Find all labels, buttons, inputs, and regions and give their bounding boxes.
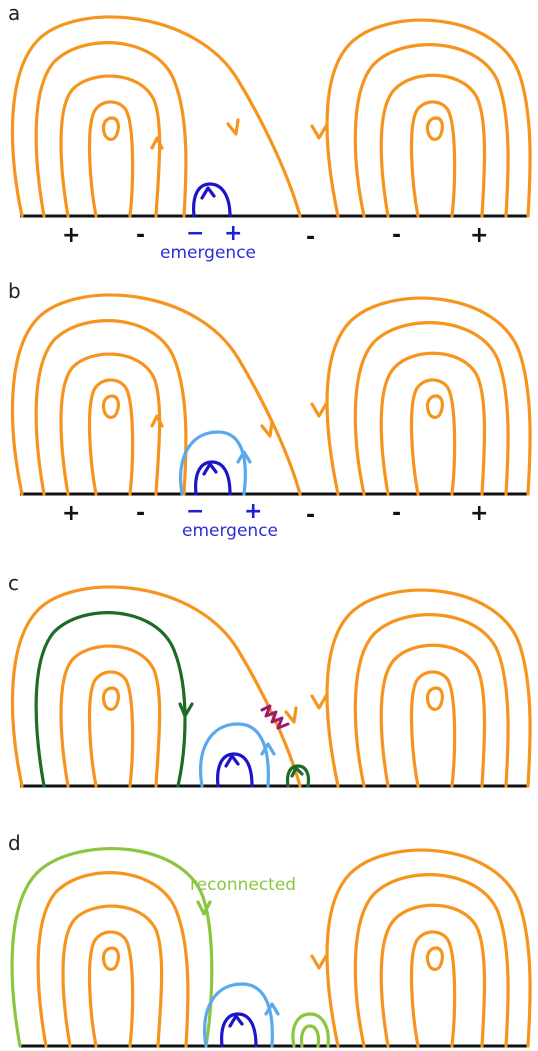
field-arrow	[310, 124, 328, 140]
field-arrow	[310, 954, 328, 970]
emergence-sign-positive: +	[244, 499, 262, 524]
left-outer-loop	[10, 293, 302, 496]
polarity-sign: -	[306, 503, 315, 528]
field-arrow	[150, 136, 164, 150]
reconnection-zigzag	[260, 704, 290, 730]
panel-letter-b: b	[8, 279, 21, 303]
emergence-sign-negative: −	[186, 499, 204, 524]
polarity-sign: +	[62, 501, 80, 526]
left-field-loop	[87, 930, 135, 1048]
left-field-loop	[36, 871, 190, 1048]
left-field-loop	[61, 904, 164, 1048]
panel-a: a + - − + - - + emergence	[8, 1, 532, 263]
left-field-loop	[59, 644, 162, 788]
emerging-loop-inner	[194, 460, 232, 496]
field-arrow	[150, 414, 164, 428]
emerging-loop-inner	[220, 1012, 258, 1048]
panel-d: d reconnected	[8, 831, 532, 1048]
emergence-sign-positive: +	[224, 221, 242, 246]
emerging-arrow	[236, 450, 252, 464]
small-reconnected-loop	[285, 764, 311, 788]
left-field-core	[101, 946, 120, 971]
emerging-arrow	[228, 1014, 244, 1028]
emergence-label: emergence	[160, 243, 256, 263]
polarity-sign: -	[136, 223, 145, 248]
polarity-sign: -	[392, 223, 401, 248]
polarity-sign: +	[470, 501, 488, 526]
emerging-arrow	[260, 742, 276, 756]
polarity-sign: +	[62, 223, 80, 248]
reconnected-loop	[10, 846, 214, 1048]
field-arrow	[284, 706, 298, 724]
emergence-label: emergence	[182, 521, 278, 541]
polarity-sign: -	[392, 501, 401, 526]
emerging-arrow	[202, 462, 218, 476]
reconnecting-loop	[34, 611, 187, 788]
emerging-loop-inner	[216, 752, 254, 788]
right-field-loops	[325, 848, 532, 1048]
reconnected-label: reconnected	[190, 875, 296, 895]
reconnecting-arrow	[178, 702, 194, 718]
panel-letter-a: a	[8, 1, 20, 25]
left-field-loops	[34, 41, 188, 218]
emerging-loop-outer	[199, 722, 270, 788]
left-field-core	[101, 686, 120, 711]
emergence-sign-negative: −	[186, 221, 204, 246]
field-arrow	[260, 420, 274, 438]
emerging-loop-outer	[203, 982, 274, 1048]
right-field-loops	[325, 296, 532, 496]
emerging-loop-outer	[179, 430, 247, 496]
emerging-arrow	[200, 186, 216, 200]
polarity-sign: +	[470, 223, 488, 248]
panel-c: c	[8, 571, 532, 788]
field-arrow	[310, 402, 328, 418]
left-field-loops	[34, 319, 188, 496]
reconnected-arrow	[196, 900, 212, 916]
polarity-sign: -	[306, 225, 315, 250]
panel-b: b + - − + - - + emergence	[8, 279, 532, 541]
panel-letter-d: d	[8, 831, 21, 855]
field-arrow	[226, 118, 240, 136]
right-field-loops	[325, 588, 532, 788]
field-arrow	[310, 694, 328, 710]
left-outer-loop	[10, 585, 302, 788]
right-field-loops	[325, 18, 532, 218]
small-reconnected-loop-inner	[299, 1024, 321, 1048]
polarity-sign: -	[136, 501, 145, 526]
left-field-loop	[87, 670, 135, 788]
left-outer-loop	[10, 15, 302, 218]
emerging-loop	[192, 182, 232, 218]
small-reconnected-loop-outer	[291, 1012, 330, 1048]
small-loop-arrow	[290, 766, 304, 778]
emerging-arrow	[224, 754, 240, 768]
emerging-arrow	[264, 1002, 280, 1016]
panel-letter-c: c	[8, 571, 19, 595]
